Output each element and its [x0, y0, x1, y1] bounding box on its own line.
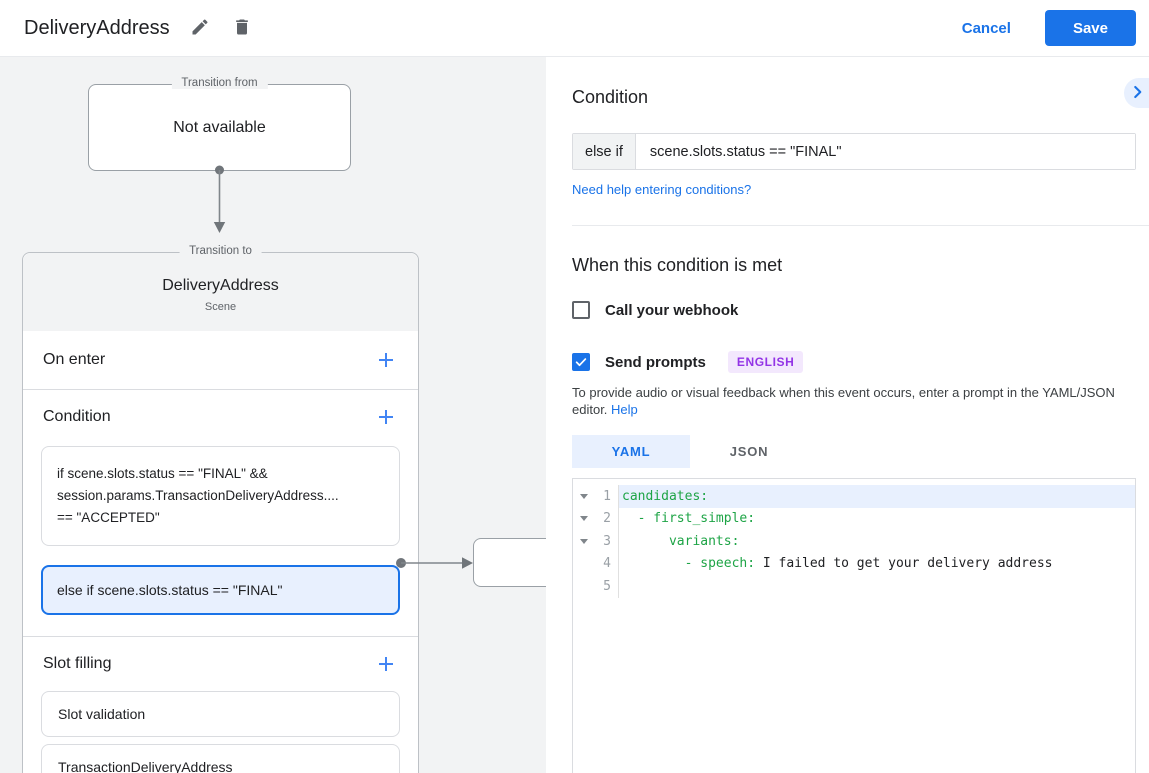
- condition-item-list: if scene.slots.status == "FINAL" && sess…: [23, 446, 418, 615]
- condition-section: Condition if scene.slots.status == "FINA…: [23, 389, 418, 636]
- condition-item[interactable]: if scene.slots.status == "FINAL" && sess…: [41, 446, 400, 546]
- chevron-right-icon: [1127, 81, 1149, 106]
- slot-item[interactable]: TransactionDeliveryAddress: [41, 744, 400, 773]
- panel-title: Condition: [572, 87, 649, 107]
- conditions-help-link[interactable]: Need help entering conditions?: [572, 182, 752, 197]
- condition-expression-input[interactable]: [635, 134, 1135, 169]
- scene-node-header: Transition to DeliveryAddress Scene: [23, 245, 418, 331]
- code-line-content[interactable]: - first_simple:: [622, 511, 756, 527]
- line-number: 4: [594, 552, 619, 575]
- slot-filling-section: Slot filling Slot validation Transaction…: [23, 636, 418, 773]
- transition-from-value: Not available: [173, 118, 266, 136]
- condition-section-padding: [23, 615, 418, 636]
- scene-node-title: DeliveryAddress: [162, 277, 279, 294]
- line-number: 1: [594, 485, 619, 508]
- plus-icon: [374, 348, 398, 372]
- line-number: 5: [594, 575, 619, 598]
- add-slot-button[interactable]: [374, 652, 398, 676]
- pencil-icon: [190, 17, 210, 40]
- fold-toggle-icon[interactable]: [573, 538, 594, 544]
- webhook-row: Call your webhook: [572, 301, 1136, 319]
- prompt-help-text: To provide audio or visual feedback when…: [572, 384, 1134, 418]
- check-icon: [574, 355, 588, 369]
- editor-format-tab[interactable]: YAML: [572, 435, 690, 468]
- trash-icon: [232, 17, 252, 40]
- fold-toggle-icon[interactable]: [573, 493, 594, 499]
- code-line-content[interactable]: candidates:: [619, 485, 1135, 508]
- editor-line[interactable]: 4 - speech: I failed to get your deliver…: [573, 552, 1135, 575]
- plus-icon: [374, 652, 398, 676]
- fold-toggle-icon[interactable]: [573, 516, 594, 522]
- collapse-panel-button[interactable]: [1124, 78, 1149, 108]
- help-link[interactable]: Help: [611, 402, 638, 417]
- slot-item[interactable]: Slot validation: [41, 691, 400, 737]
- transition-to-label: Transition to: [179, 245, 262, 257]
- page-title: DeliveryAddress: [24, 16, 170, 39]
- code-line-content[interactable]: variants:: [622, 533, 740, 549]
- send-prompts-checkbox[interactable]: [572, 353, 590, 371]
- on-enter-section: On enter: [23, 331, 418, 389]
- line-number: 2: [594, 507, 619, 530]
- condition-met-title: When this condition is met: [572, 255, 783, 275]
- top-bar: DeliveryAddress Cancel Save: [0, 0, 1149, 57]
- condition-section-label: Condition: [43, 408, 111, 425]
- condition-editor-panel: Condition else if Need help entering con…: [546, 57, 1149, 773]
- on-enter-label: On enter: [43, 351, 106, 368]
- send-prompts-row: Send prompts ENGLISH: [572, 351, 1136, 373]
- panel-divider: [572, 225, 1149, 226]
- language-badge: ENGLISH: [727, 351, 804, 373]
- edit-scene-button[interactable]: [188, 16, 212, 40]
- editor-line[interactable]: 5: [573, 575, 1135, 598]
- editor-line[interactable]: 3 variants:: [573, 530, 1135, 553]
- code-line-content[interactable]: [619, 575, 1135, 598]
- add-condition-button[interactable]: [374, 405, 398, 429]
- scene-node-subtitle: Scene: [204, 301, 237, 313]
- cancel-button[interactable]: Cancel: [942, 12, 1031, 45]
- webhook-checkbox[interactable]: [572, 301, 590, 319]
- send-prompts-label: Send prompts: [605, 353, 706, 371]
- condition-prefix: else if: [573, 134, 636, 169]
- scene-graph-canvas[interactable]: Transition from Not available Transition…: [0, 57, 546, 773]
- line-number: 3: [594, 530, 619, 553]
- plus-icon: [374, 405, 398, 429]
- condition-item[interactable]: else if scene.slots.status == "FINAL": [41, 565, 400, 615]
- slot-filling-label: Slot filling: [43, 655, 112, 672]
- add-on-enter-button[interactable]: [374, 348, 398, 372]
- editor-format-tab[interactable]: JSON: [690, 435, 808, 468]
- editor-line[interactable]: 2 - first_simple:: [573, 507, 1135, 530]
- transition-target-node[interactable]: [473, 538, 546, 587]
- scene-node-card: Transition to DeliveryAddress Scene On e…: [22, 245, 419, 773]
- condition-expression-row: else if: [572, 133, 1136, 170]
- editor-format-tabs: YAML JSON: [572, 435, 1136, 468]
- webhook-label: Call your webhook: [605, 301, 739, 319]
- prompt-help-text-body: To provide audio or visual feedback when…: [572, 385, 1115, 417]
- delete-scene-button[interactable]: [230, 16, 254, 40]
- transition-from-label: Transition from: [171, 77, 268, 89]
- code-line-content[interactable]: - speech: I failed to get your delivery …: [622, 556, 1053, 572]
- save-button[interactable]: Save: [1044, 10, 1136, 46]
- slot-item-list: Slot validation TransactionDeliveryAddre…: [23, 691, 418, 773]
- transition-from-node: Transition from Not available: [88, 77, 351, 171]
